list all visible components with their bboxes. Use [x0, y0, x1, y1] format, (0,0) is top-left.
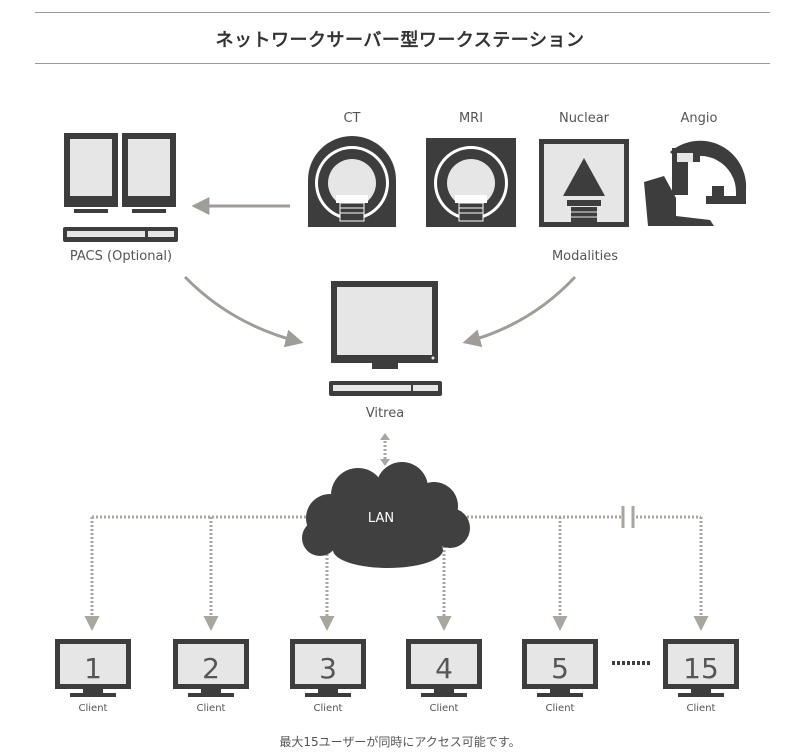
pacs-label: PACS (Optional): [70, 249, 172, 264]
page-title: ネットワークサーバー型ワークステーション: [215, 30, 585, 51]
client-label: Client: [314, 703, 343, 714]
lan-cloud-icon: [302, 462, 470, 568]
client-number: 3: [319, 652, 337, 685]
modality-label-mri: MRI: [459, 111, 483, 126]
modality-label-nuclear: Nuclear: [559, 111, 610, 126]
client-number: 2: [202, 652, 220, 685]
client-number: 1: [84, 652, 102, 685]
modality-label-angio: Angio: [681, 111, 718, 126]
ct-scanner-icon: [308, 136, 396, 227]
footer-note: 最大15ユーザーが同時にアクセス可能です。: [279, 735, 521, 749]
client-number: 4: [435, 652, 453, 685]
vitrea-label: Vitrea: [366, 406, 404, 421]
vitrea-workstation-icon: [329, 281, 442, 396]
client-label: Client: [546, 703, 575, 714]
modality-label-ct: CT: [343, 111, 360, 126]
arrow-modalities-to-vitrea: [462, 275, 577, 347]
client-5: 5 Client: [522, 639, 598, 714]
link-arrow-down: [380, 459, 390, 466]
title-divider: [35, 63, 770, 64]
arrow-pacs-to-vitrea: [183, 275, 304, 348]
client-number: 15: [683, 652, 719, 685]
client-label: Client: [197, 703, 226, 714]
client-drops: [84, 517, 709, 631]
link-arrow-up: [380, 433, 390, 440]
nuclear-scanner-icon: [539, 139, 629, 227]
pacs-icon: [63, 133, 178, 242]
client-label: Client: [430, 703, 459, 714]
angio-system-icon: [644, 140, 747, 226]
top-divider: [35, 12, 770, 13]
client-3: 3 Client: [290, 639, 366, 714]
client-15: 15 Client: [663, 639, 739, 714]
lan-label: LAN: [368, 511, 394, 526]
mri-scanner-icon: [426, 138, 516, 227]
client-1: 1 Client: [55, 639, 131, 714]
client-4: 4 Client: [406, 639, 482, 714]
client-2: 2 Client: [173, 639, 249, 714]
client-number: 5: [551, 652, 569, 685]
client-label: Client: [79, 703, 108, 714]
modalities-label: Modalities: [552, 249, 618, 264]
client-label: Client: [687, 703, 716, 714]
